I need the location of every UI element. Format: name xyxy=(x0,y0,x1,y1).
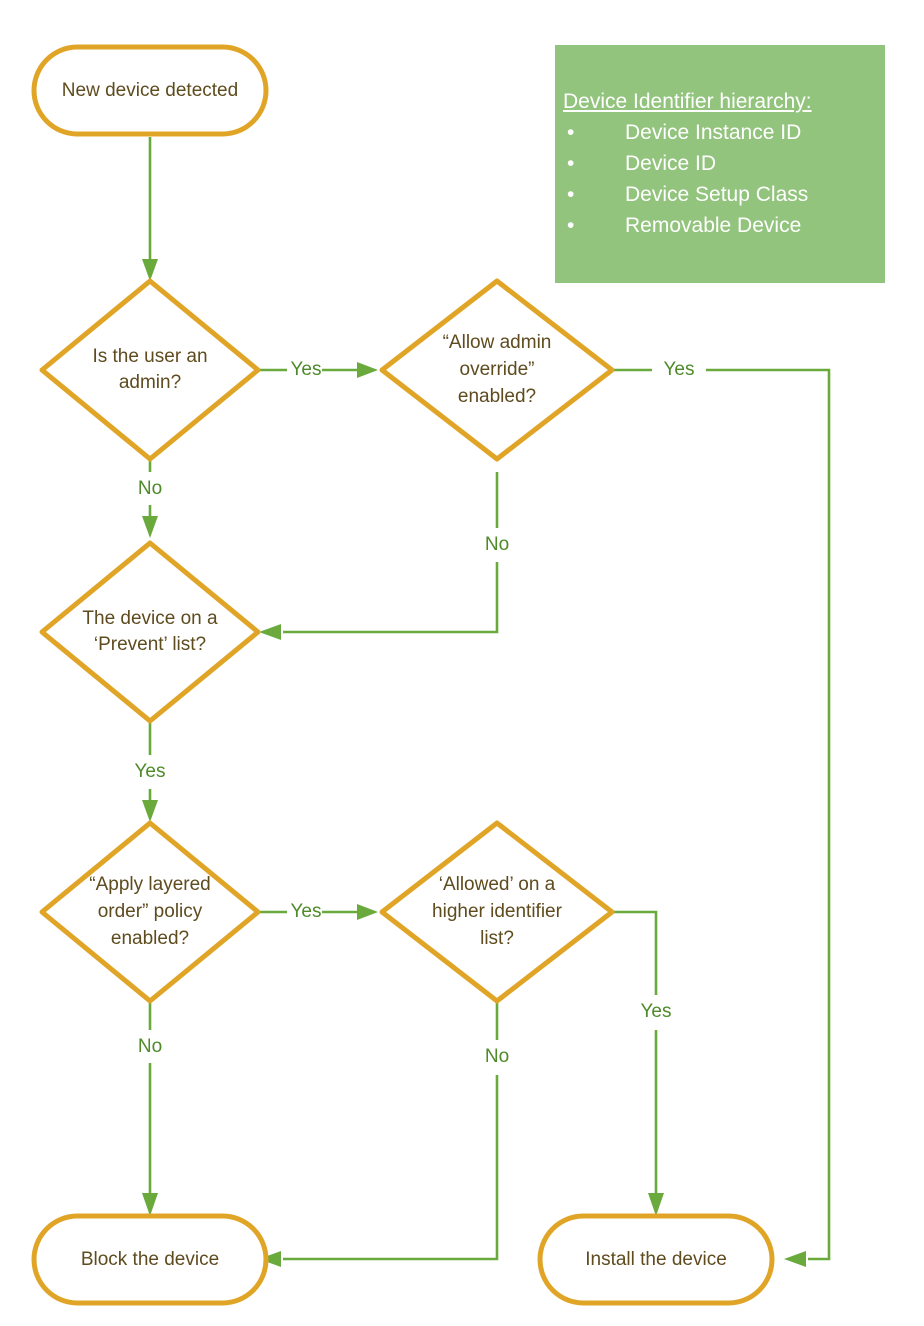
arrow-head-icon xyxy=(142,259,158,281)
edge-line xyxy=(283,472,499,634)
node-higher-id[interactable]: ‘Allowed’ on a higher identifier list? xyxy=(379,820,615,1004)
note-list: • Device Instance ID • Device ID • Devic… xyxy=(563,117,885,241)
edge-is-admin-yes: Yes xyxy=(258,359,378,380)
node-prevent-list[interactable]: The device on a ‘Prevent’ list? xyxy=(39,540,261,724)
edge-label-is-admin-yes: Yes xyxy=(291,359,322,380)
node-shape xyxy=(39,278,261,462)
node-is-admin[interactable]: Is the user an admin? xyxy=(39,278,261,462)
arrow-head-icon xyxy=(784,1251,806,1267)
edge-line xyxy=(283,1002,499,1261)
bullet-icon: • xyxy=(567,152,575,176)
node-label-admin-override-line3: enabled? xyxy=(458,386,536,407)
node-label-admin-override-line2: override” xyxy=(460,359,535,380)
arrow-head-icon xyxy=(259,624,281,640)
edge-higher-id-yes: Yes xyxy=(612,910,672,1216)
node-label-layered-order-line1: “Apply layered xyxy=(89,874,210,895)
node-shape xyxy=(31,44,269,137)
node-label-is-admin-line2: admin? xyxy=(119,372,181,393)
list-item: • Removable Device xyxy=(563,210,885,241)
edge-prevent-list-yes: Yes xyxy=(135,723,166,822)
node-label-admin-override-line1: “Allow admin xyxy=(443,332,552,353)
node-label-is-admin-line1: Is the user an xyxy=(92,346,207,367)
node-install[interactable]: Install the device xyxy=(537,1213,775,1306)
edge-label-layered-order-no: No xyxy=(138,1036,162,1057)
node-shape xyxy=(39,540,261,724)
node-label-layered-order-line3: enabled? xyxy=(111,928,189,949)
edge-start-to-is-admin xyxy=(142,137,158,281)
node-label-prevent-list-line2: ‘Prevent’ list? xyxy=(94,634,206,655)
bullet-icon: • xyxy=(567,183,575,207)
bullet-icon: • xyxy=(567,121,575,145)
list-item-label: Device ID xyxy=(625,152,717,176)
list-item-label: Removable Device xyxy=(625,214,802,238)
node-label-start: New device detected xyxy=(62,80,238,101)
edge-label-admin-override-no: No xyxy=(485,534,509,555)
edge-label-layered-order-yes: Yes xyxy=(291,901,322,922)
edge-higher-id-no: No xyxy=(259,1002,509,1267)
node-label-install: Install the device xyxy=(585,1249,727,1270)
edge-label-higher-id-no: No xyxy=(485,1046,509,1067)
node-shape xyxy=(31,1213,269,1306)
edge-layered-order-yes: Yes xyxy=(258,901,378,922)
node-layered-order[interactable]: “Apply layered order” policy enabled? xyxy=(39,820,261,1004)
arrow-head-icon xyxy=(648,1193,664,1216)
node-label-higher-id-line3: list? xyxy=(480,928,514,949)
node-label-higher-id-line2: higher identifier xyxy=(432,901,563,922)
node-block[interactable]: Block the device xyxy=(31,1213,269,1306)
list-item-label: Device Setup Class xyxy=(625,183,809,207)
node-shape xyxy=(537,1213,775,1306)
arrow-head-icon xyxy=(142,1193,158,1216)
arrow-head-icon xyxy=(142,516,158,538)
list-item-label: Device Instance ID xyxy=(625,121,802,145)
edge-label-admin-override-yes: Yes xyxy=(664,359,695,380)
list-item: • Device Instance ID xyxy=(563,117,885,148)
edge-label-prevent-list-yes: Yes xyxy=(135,761,166,782)
node-admin-override[interactable]: “Allow admin override” enabled? xyxy=(379,278,615,462)
node-label-prevent-list-line1: The device on a xyxy=(82,608,218,629)
node-label-block: Block the device xyxy=(81,1249,219,1270)
edge-admin-override-no: No xyxy=(259,472,509,640)
device-identifier-hierarchy-note: Device Identifier hierarchy: • Device In… xyxy=(555,45,885,283)
edge-admin-override-yes: Yes xyxy=(612,359,831,1267)
edge-layered-order-no: No xyxy=(138,1002,162,1216)
note-title: Device Identifier hierarchy: xyxy=(563,90,812,113)
node-label-higher-id-line1: ‘Allowed’ on a xyxy=(439,874,556,895)
arrow-head-icon xyxy=(259,1251,281,1267)
list-item: • Device Setup Class xyxy=(563,179,885,210)
bullet-icon: • xyxy=(567,214,575,238)
node-shape xyxy=(379,278,615,462)
edge-label-higher-id-yes: Yes xyxy=(641,1001,672,1022)
arrow-head-icon xyxy=(357,362,378,378)
edge-label-is-admin-no: No xyxy=(138,478,162,499)
node-shape xyxy=(379,820,615,1004)
list-item: • Device ID xyxy=(563,148,885,179)
edge-is-admin-no: No xyxy=(138,460,162,538)
node-shape xyxy=(39,820,261,1004)
arrow-head-icon xyxy=(142,800,158,822)
arrow-head-icon xyxy=(357,904,378,920)
edge-line xyxy=(612,910,658,1200)
node-label-layered-order-line2: order” policy xyxy=(98,901,203,922)
edge-line xyxy=(612,368,831,1261)
node-start[interactable]: New device detected xyxy=(31,44,269,137)
